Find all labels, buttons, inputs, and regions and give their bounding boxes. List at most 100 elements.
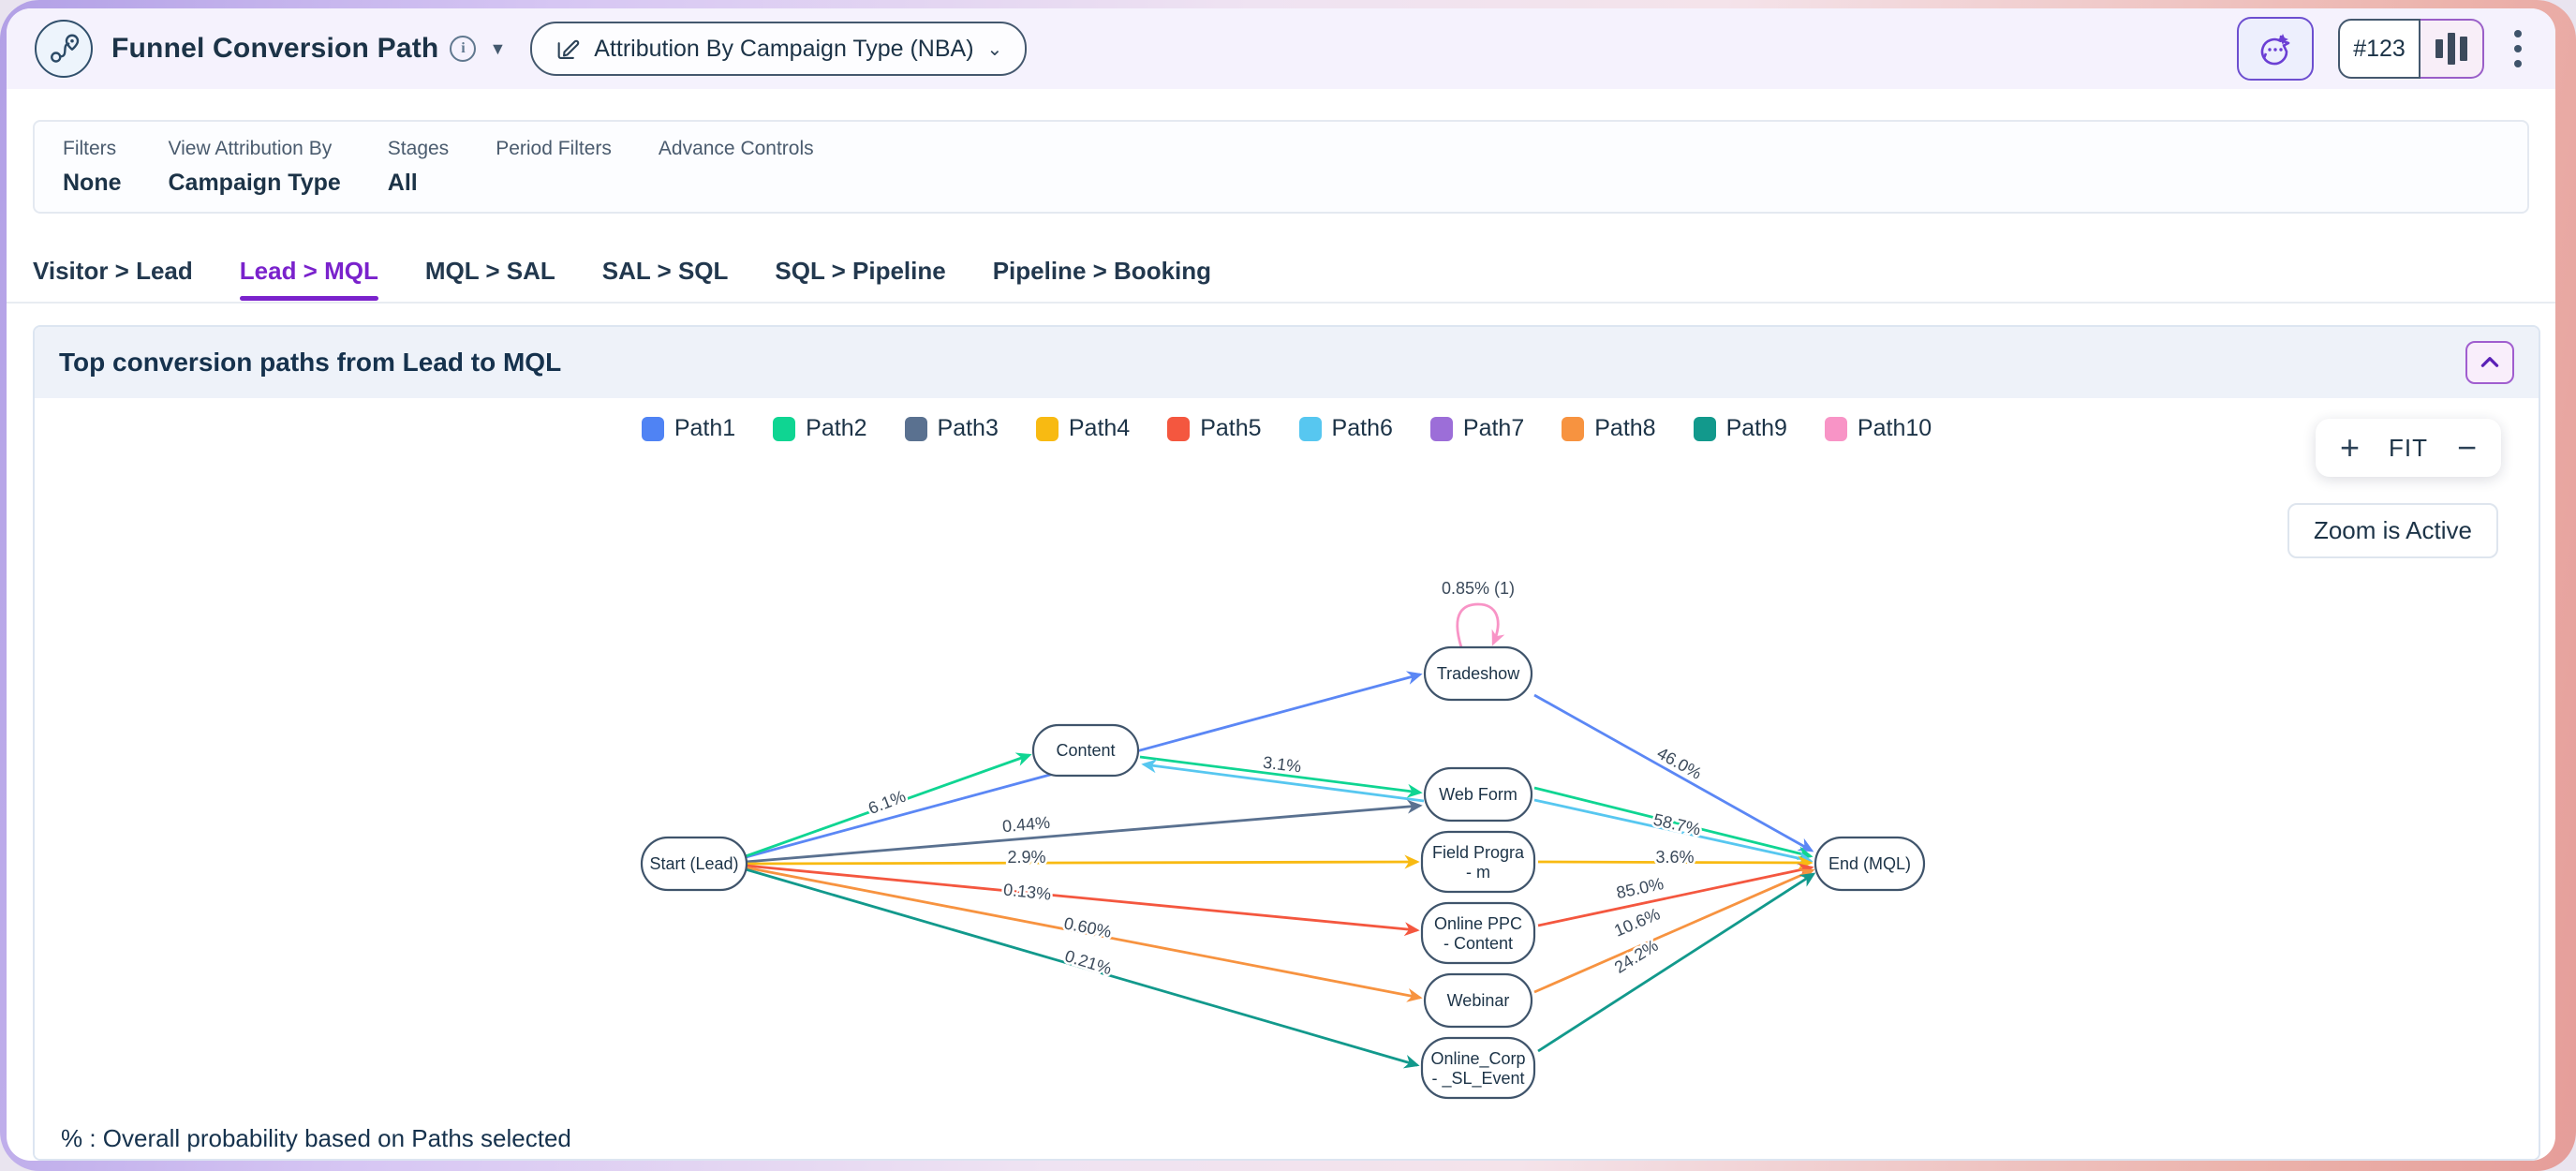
- node-content[interactable]: Content: [1031, 723, 1140, 778]
- node-label: Field Progra- m: [1432, 843, 1525, 882]
- path-edge: [1533, 693, 1814, 852]
- info-icon[interactable]: i: [450, 36, 477, 62]
- tab-mql-sal[interactable]: MQL > SAL: [424, 257, 555, 285]
- panel-title: Top conversion paths from Lead to MQL: [59, 348, 562, 377]
- filter-label: Filters: [63, 137, 117, 159]
- edge-label: 3.1%: [1262, 753, 1302, 777]
- legend-swatch: [1167, 416, 1191, 441]
- filter-item[interactable]: Advance Controls: [659, 138, 814, 196]
- path-edge: [1139, 755, 1423, 798]
- node-webinar[interactable]: Webinar: [1423, 972, 1533, 1029]
- legend-label: Path6: [1331, 415, 1393, 441]
- edge-label: 0.60%: [1062, 913, 1113, 941]
- edit-icon: [557, 39, 580, 59]
- edge-label: 58.7%: [1651, 810, 1702, 839]
- tab-lead-mql[interactable]: Lead > MQL: [239, 257, 378, 301]
- ai-assistant-button[interactable]: [2237, 17, 2314, 81]
- tabs-separator: [7, 302, 2555, 304]
- path-edge: [745, 799, 1423, 864]
- panel-body: 46.0%6.1%3.1%58.7%0.44%2.9%3.6%0.13%85.0…: [35, 398, 2539, 1159]
- node-label: End (MQL): [1828, 854, 1911, 873]
- legend-label: Path8: [1594, 415, 1656, 441]
- filter-value: None: [63, 169, 122, 196]
- legend-label: Path10: [1857, 415, 1932, 441]
- node-label: Content: [1056, 741, 1115, 760]
- zoom-toolbar: + FIT −: [2316, 419, 2501, 477]
- attribution-selector[interactable]: Attribution By Campaign Type (NBA) ⌄: [530, 22, 1028, 76]
- zoom-out-button[interactable]: −: [2456, 428, 2477, 467]
- edge-label: 0.44%: [1001, 813, 1051, 836]
- node-start[interactable]: Start (Lead): [640, 836, 748, 892]
- edge-label: 0.21%: [1062, 946, 1114, 978]
- legend-swatch: [773, 416, 796, 441]
- attribution-selector-label: Attribution By Campaign Type (NBA): [594, 35, 974, 62]
- node-tradeshow[interactable]: Tradeshow: [1423, 645, 1533, 702]
- legend-swatch: [1035, 416, 1059, 441]
- edge-label: 0.85% (1): [1442, 579, 1515, 598]
- tab-pipeline-booking[interactable]: Pipeline > Booking: [992, 257, 1212, 285]
- footer-note: % : Overall probability based on Paths s…: [61, 1124, 571, 1152]
- legend-label: Path7: [1462, 415, 1525, 441]
- tab-sal-sql[interactable]: SAL > SQL: [601, 257, 729, 285]
- node-webform[interactable]: Web Form: [1423, 766, 1533, 823]
- zoom-in-button[interactable]: +: [2340, 428, 2361, 467]
- legend-item[interactable]: Path8: [1562, 415, 1656, 442]
- legend-item[interactable]: Path7: [1429, 415, 1525, 442]
- fit-button[interactable]: FIT: [2389, 433, 2428, 462]
- path-edge: [1537, 863, 1814, 927]
- funnel-path-logo: [35, 20, 93, 78]
- path-edge: [1533, 868, 1815, 994]
- report-number-button[interactable]: #123: [2338, 19, 2421, 79]
- node-fieldprogram[interactable]: Field Progra- m: [1420, 830, 1536, 894]
- filter-value: [659, 170, 814, 196]
- legend-item[interactable]: Path10: [1824, 415, 1932, 442]
- title-dropdown-caret[interactable]: ▼: [489, 38, 507, 58]
- chat-sparkle-icon: [2260, 34, 2290, 66]
- edge-label: 2.9%: [1007, 848, 1045, 867]
- filter-value: [496, 170, 612, 196]
- legend-item[interactable]: Path4: [1035, 415, 1131, 442]
- edge-label: 85.0%: [1615, 874, 1666, 902]
- legend-item[interactable]: Path1: [641, 415, 735, 442]
- chevron-up-icon: [2480, 357, 2499, 367]
- path-legend: Path1 Path2 Path3 Path4 Path5 Path6 Path7 Path8…: [35, 415, 2539, 442]
- more-options-button[interactable]: [2509, 24, 2527, 73]
- edge-label: 3.6%: [1655, 848, 1694, 867]
- legend-item[interactable]: Path5: [1167, 415, 1262, 442]
- node-label: Webinar: [1447, 991, 1510, 1010]
- legend-item[interactable]: Path2: [773, 415, 867, 442]
- node-label: Online_Corp- _SL_Event: [1430, 1049, 1525, 1089]
- legend-item[interactable]: Path9: [1693, 415, 1787, 442]
- legend-label: Path9: [1725, 415, 1787, 441]
- app-window: Funnel Conversion Path i ▼ Attribution B…: [7, 8, 2555, 1161]
- legend-label: Path4: [1068, 415, 1131, 441]
- filter-item[interactable]: Period Filters: [496, 138, 612, 196]
- tab-visitor-lead[interactable]: Visitor > Lead: [33, 257, 193, 285]
- legend-label: Path5: [1200, 415, 1262, 441]
- conversion-path-diagram[interactable]: 46.0%6.1%3.1%58.7%0.44%2.9%3.6%0.13%85.0…: [35, 398, 2539, 1161]
- legend-swatch: [1298, 416, 1322, 441]
- legend-swatch: [1429, 416, 1453, 441]
- legend-item[interactable]: Path6: [1298, 415, 1393, 442]
- page-title: Funnel Conversion Path: [111, 33, 439, 64]
- path-edge: [745, 864, 1420, 937]
- bar-chart-button[interactable]: [2421, 19, 2484, 79]
- filter-value: Campaign Type: [168, 169, 341, 196]
- tab-sql-pipeline[interactable]: SQL > Pipeline: [775, 257, 946, 285]
- conversion-paths-panel: Top conversion paths from Lead to MQL 46…: [33, 325, 2540, 1161]
- node-onlineppc[interactable]: Online PPC- Content: [1420, 901, 1536, 965]
- path-edge: [745, 866, 1423, 1002]
- node-onlinecorp[interactable]: Online_Corp- _SL_Event: [1420, 1036, 1536, 1100]
- collapse-panel-button[interactable]: [2465, 341, 2514, 384]
- legend-item[interactable]: Path3: [904, 415, 999, 442]
- legend-swatch: [1693, 416, 1716, 441]
- edge-label: 6.1%: [866, 787, 908, 818]
- path-edge: [1537, 855, 1814, 870]
- node-end[interactable]: End (MQL): [1814, 836, 1926, 892]
- legend-label: Path2: [806, 415, 867, 441]
- path-edge: [1141, 759, 1425, 803]
- path-edge: [1537, 872, 1816, 1053]
